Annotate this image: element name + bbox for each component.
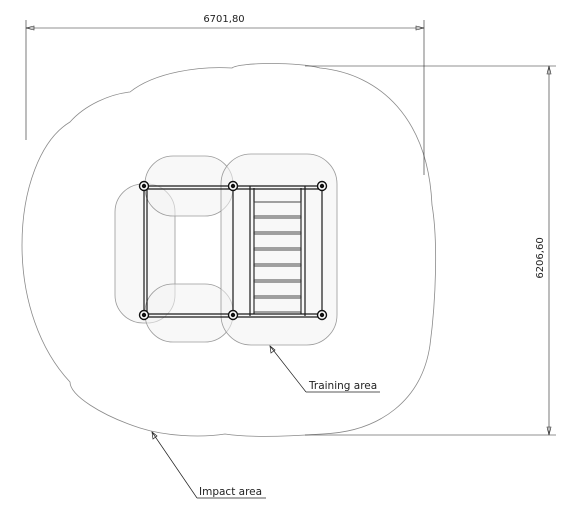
ladder-rung (253, 265, 302, 281)
ladder-rungs (253, 201, 302, 313)
width-dimension: 6701,80 (25, 14, 425, 175)
post (138, 180, 150, 192)
impact-area-outline (21, 63, 437, 437)
ladder-rung (253, 281, 302, 297)
impact-area-label: Impact area (199, 486, 262, 498)
width-dimension-value: 6701,80 (203, 14, 244, 25)
ladder-rung (253, 217, 302, 233)
training-zone-bottom-left (144, 283, 234, 343)
post (316, 309, 328, 321)
training-area-callout: Training area (269, 345, 380, 393)
post (227, 309, 239, 321)
height-dimension-value: 6206,60 (535, 237, 546, 278)
height-dimension: 6206,60 (305, 65, 556, 436)
ladder-rung (253, 201, 302, 217)
ladder-rung (253, 297, 302, 313)
ladder-rung (253, 249, 302, 265)
training-area-label: Training area (308, 380, 377, 392)
post (227, 180, 239, 192)
impact-area-callout: Impact area (151, 431, 266, 499)
ladder-rung (253, 233, 302, 249)
post (138, 309, 150, 321)
post (316, 180, 328, 192)
